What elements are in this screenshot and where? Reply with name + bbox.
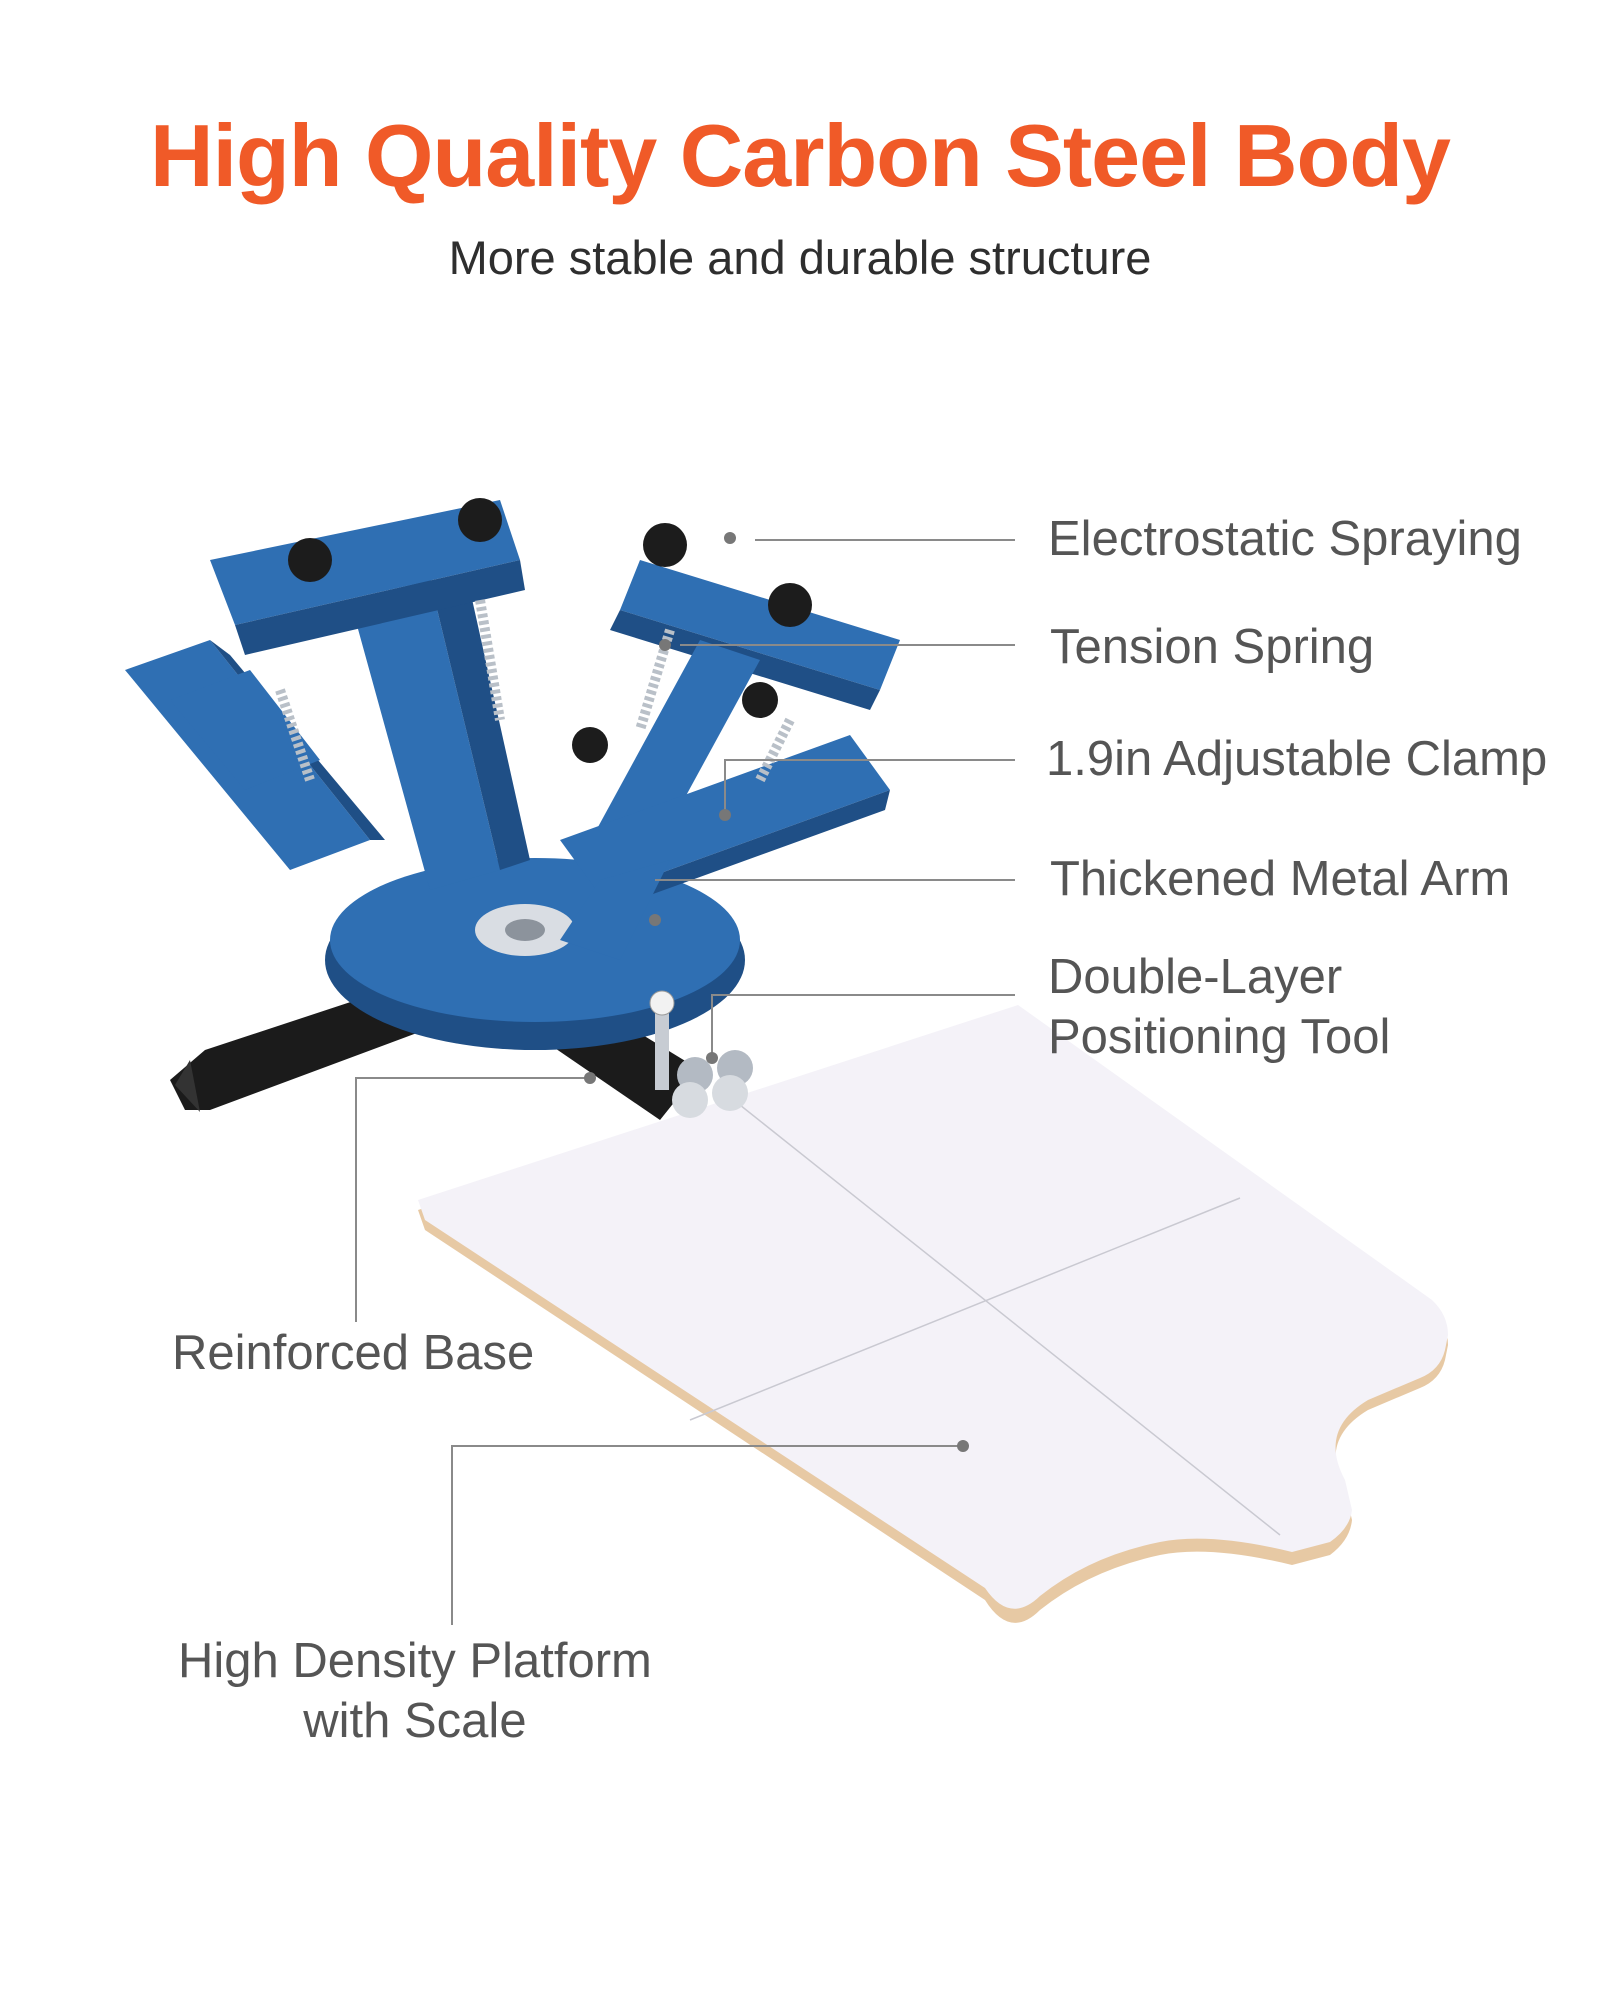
center-post [350, 580, 530, 890]
page-title: High Quality Carbon Steel Body [150, 106, 1451, 205]
callout-reinforced-base: Reinforced Base [172, 1326, 535, 1380]
positioning-tool [649, 990, 753, 1118]
arm-top-left [210, 498, 525, 655]
callout-tension-spring: Tension Spring [1050, 620, 1375, 674]
callout-electrostatic-spraying: Electrostatic Spraying [1048, 512, 1522, 566]
callout-adjustable-clamp: 1.9in Adjustable Clamp [1046, 732, 1548, 786]
callout-leaders [355, 539, 1015, 1625]
arm-left [125, 640, 385, 870]
print-platform [418, 1005, 1448, 1623]
callout-dots [584, 532, 969, 1452]
rotary-hub [325, 858, 745, 1050]
page-subtitle: More stable and durable structure [448, 231, 1152, 284]
callout-positioning-tool: Double-Layer Positioning Tool [1048, 950, 1391, 1064]
callout-metal-arm: Thickened Metal Arm [1050, 852, 1511, 906]
callout-platform: High Density Platform with Scale [178, 1634, 652, 1748]
